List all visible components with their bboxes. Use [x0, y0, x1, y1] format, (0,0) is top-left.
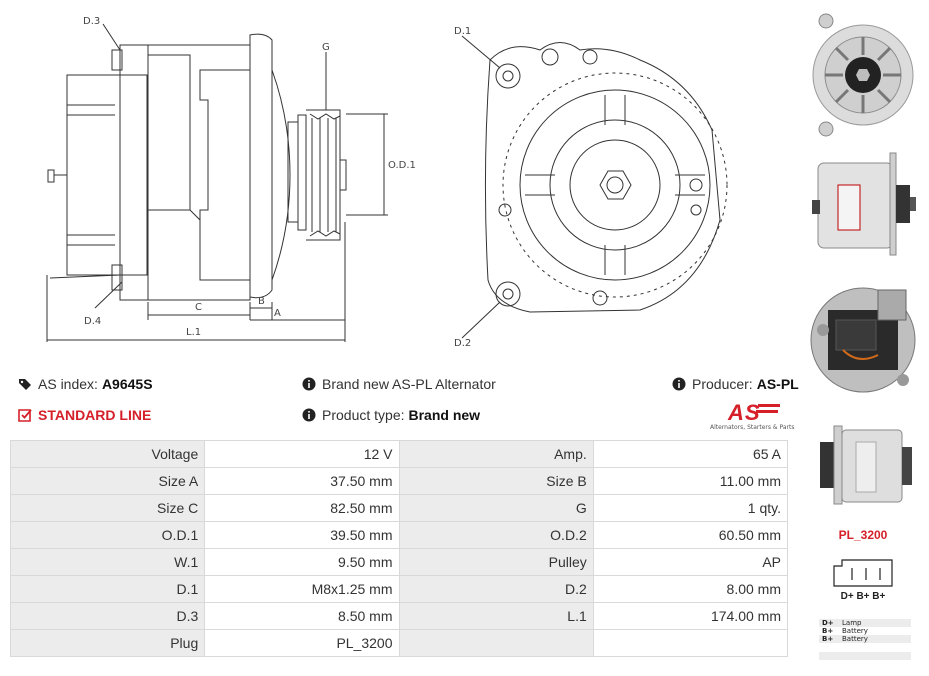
spec-key: D.3 [9, 602, 206, 630]
label-d2: D.2 [454, 338, 471, 349]
product-photo-front[interactable] [808, 5, 918, 140]
spec-key: O.D.1 [9, 521, 206, 549]
spec-value: M8x1.25 mm [204, 575, 400, 603]
spec-key: Size C [9, 494, 206, 522]
as-index: AS index: A9645S [18, 376, 153, 392]
spec-value: 174.00 mm [592, 602, 789, 630]
producer-info: Producer: AS-PL [672, 376, 799, 392]
label-a: A [274, 308, 281, 319]
info-icon [672, 377, 686, 391]
brand-new-info: Brand new AS-PL Alternator [302, 376, 496, 392]
label-l1: L.1 [186, 327, 201, 338]
spec-key: D.2 [398, 575, 594, 603]
spec-value: 9.50 mm [204, 548, 400, 576]
side-view-drawing: D.3 G O.D.1 D.4 C B A L.1 [40, 16, 416, 350]
producer-label: Producer: [692, 376, 753, 392]
label-d4: D.4 [84, 316, 101, 327]
spec-value: 60.50 mm [592, 521, 789, 549]
spec-value: AP [592, 548, 789, 576]
spec-key: Voltage [9, 440, 206, 468]
label-b: B [258, 296, 265, 307]
plug-name: PL_3200 [838, 528, 888, 542]
spec-value: PL_3200 [204, 629, 400, 657]
label-d3: D.3 [83, 16, 100, 27]
tag-icon [19, 379, 31, 390]
product-type-value: Brand new [408, 407, 481, 423]
standard-line-label: STANDARD LINE [38, 407, 152, 423]
spec-value: 39.50 mm [204, 521, 400, 549]
plug-diagram [830, 556, 896, 590]
legend-desc: Battery [842, 635, 868, 643]
spec-key: G [398, 494, 594, 522]
info-icon [302, 408, 316, 422]
legend-spacer [819, 652, 911, 660]
spec-value: 11.00 mm [592, 467, 789, 495]
plug-terminals: D+ B+ B+ [840, 591, 886, 602]
spec-value: 8.50 mm [204, 602, 400, 630]
plug-legend-row: B+ Battery [819, 627, 911, 635]
label-od1: O.D.1 [388, 160, 416, 171]
legend-desc: Lamp [842, 619, 862, 627]
product-photo-top[interactable] [808, 412, 918, 520]
spec-key [398, 629, 594, 657]
front-view-drawing: D.1 D.2 [454, 26, 750, 349]
spec-key: W.1 [9, 548, 206, 576]
spec-value: 8.00 mm [592, 575, 789, 603]
spec-key: Pulley [398, 548, 594, 576]
spec-key: Size B [398, 467, 594, 495]
logo-mark: AS [728, 400, 761, 425]
standard-line-badge: STANDARD LINE [18, 407, 151, 423]
legend-code: B+ [822, 627, 834, 635]
spec-value: 1 qty. [592, 494, 789, 522]
product-type-info: Product type: Brand new [302, 407, 480, 423]
plug-legend-row: B+ Battery [819, 635, 911, 643]
product-type-label: Product type: [322, 407, 405, 423]
producer-value: AS-PL [756, 376, 799, 392]
spec-key: Plug [9, 629, 206, 657]
checkbox-icon [18, 408, 32, 422]
as-pl-logo: AS Alternators, Starters & Parts [710, 400, 795, 432]
spec-key: Size A [9, 467, 206, 495]
spec-key: D.1 [9, 575, 206, 603]
as-index-value: A9645S [101, 376, 153, 392]
legend-code: B+ [822, 635, 834, 643]
spec-key: Amp. [398, 440, 594, 468]
logo-tagline: Alternators, Starters & Parts [710, 424, 795, 431]
legend-code: D+ [822, 619, 834, 627]
spec-value: 65 A [592, 440, 789, 468]
product-photo-rear[interactable] [808, 270, 918, 405]
legend-desc: Battery [842, 627, 868, 635]
spec-value: 12 V [204, 440, 400, 468]
as-index-label: AS index: [38, 376, 98, 392]
product-photo-side[interactable] [808, 145, 918, 263]
spec-value: 37.50 mm [204, 467, 400, 495]
label-c: C [195, 302, 202, 313]
plug-legend-row: D+ Lamp [819, 619, 911, 627]
spec-key: O.D.2 [398, 521, 594, 549]
label-d1: D.1 [454, 26, 471, 37]
spec-value: 82.50 mm [204, 494, 400, 522]
brand-new-text: Brand new AS-PL Alternator [322, 376, 496, 392]
info-icon [302, 377, 316, 391]
spec-key: L.1 [398, 602, 594, 630]
spec-value [592, 629, 789, 657]
label-g: G [322, 42, 330, 53]
